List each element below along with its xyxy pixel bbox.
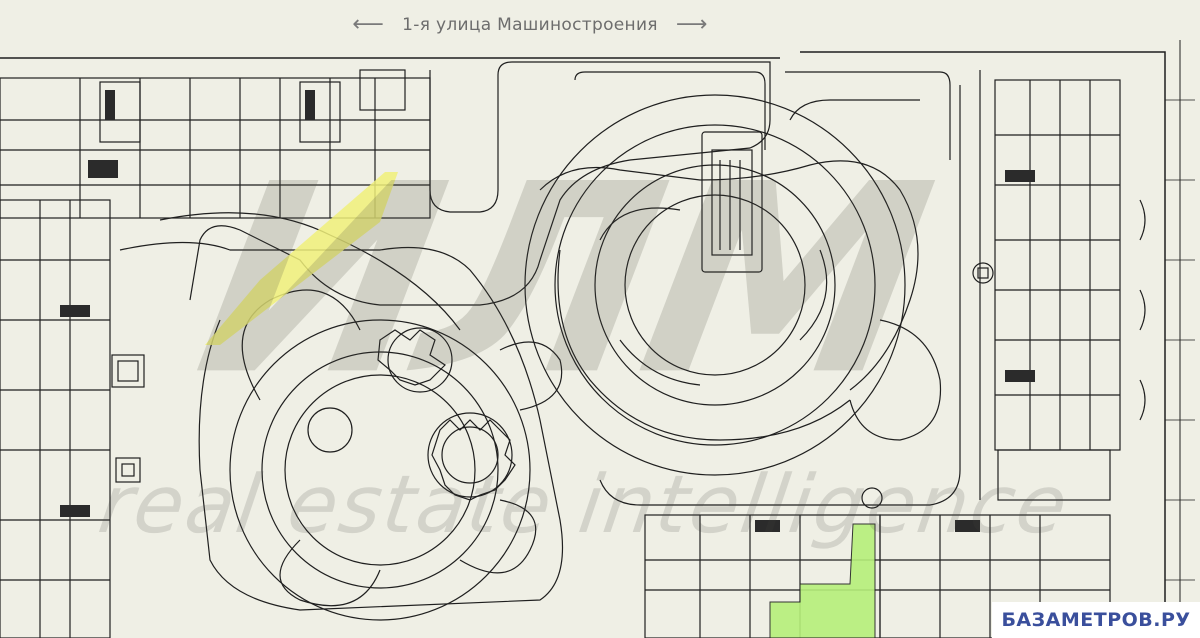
site-linework — [0, 40, 1195, 638]
highlighted-unit-yellow[interactable] — [205, 172, 398, 345]
stair-core-blocks — [60, 90, 1035, 532]
arrow-left-icon: ⟵ — [352, 12, 385, 37]
arrow-right-icon: ⟶ — [675, 12, 708, 37]
highlighted-unit-green[interactable] — [769, 523, 876, 638]
site-badge[interactable]: БАЗАМЕТРОВ.РУ — [992, 602, 1200, 638]
street-label: ⟵ 1-я улица Машиностроения ⟶ — [280, 8, 780, 42]
site-badge-text: БАЗАМЕТРОВ.РУ — [1001, 609, 1191, 631]
street-name: 1-я улица Машиностроения — [402, 15, 658, 35]
